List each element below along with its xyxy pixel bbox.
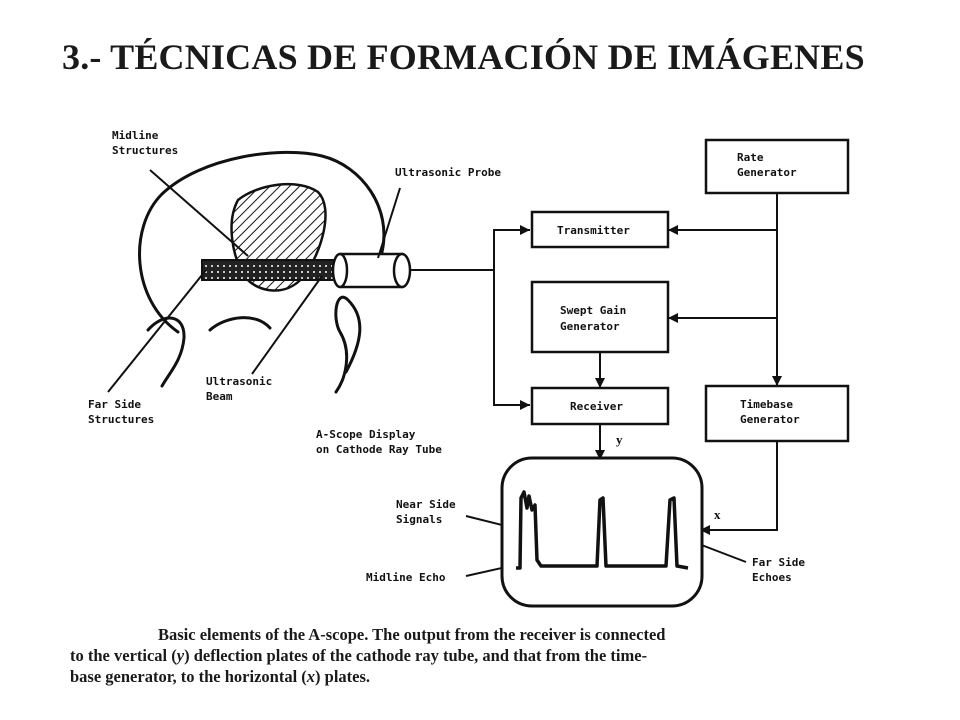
timebase-label-1: Timebase bbox=[740, 398, 793, 411]
wiring bbox=[410, 193, 778, 531]
timebase-label-2: Generator bbox=[740, 413, 800, 426]
far-echo-label-1: Far Side bbox=[752, 556, 805, 569]
caption-line-3b: ) plates. bbox=[315, 667, 371, 686]
y-axis-letter: y bbox=[616, 432, 623, 447]
label-leaders bbox=[107, 169, 747, 577]
rate-generator-label-2: Generator bbox=[737, 166, 797, 179]
a-scope-display bbox=[500, 456, 704, 608]
beam-label-1: Ultrasonic bbox=[206, 375, 272, 388]
rate-generator-label-1: Rate bbox=[737, 151, 764, 164]
swept-gain-label-1: Swept Gain bbox=[560, 304, 626, 317]
figure-caption: Basic elements of the A-scope. The outpu… bbox=[70, 624, 890, 687]
ascope-label-1: A-Scope Display bbox=[316, 428, 416, 441]
caption-line-3a: base generator, to the horizontal ( bbox=[70, 667, 307, 686]
near-side-label-1: Near Side bbox=[396, 498, 456, 511]
farside-label-2: Structures bbox=[88, 413, 154, 426]
ascope-label-2: on Cathode Ray Tube bbox=[316, 443, 442, 456]
a-scope-trace bbox=[516, 490, 689, 570]
timebase-generator-block: Timebase Generator bbox=[704, 384, 850, 443]
receiver-label: Receiver bbox=[570, 400, 623, 413]
caption-line-2b: ) deflection plates of the cathode ray t… bbox=[184, 646, 648, 665]
caption-y-letter: y bbox=[176, 646, 185, 665]
arrowheads bbox=[520, 225, 782, 535]
midline-label-2: Structures bbox=[112, 144, 178, 157]
caption-line-3: base generator, to the horizontal (x) pl… bbox=[70, 666, 890, 687]
near-side-label-2: Signals bbox=[396, 513, 442, 526]
swept-gain-generator-block: Swept Gain Generator bbox=[530, 280, 670, 354]
transmitter-label: Transmitter bbox=[557, 224, 630, 237]
midline-echo-label: Midline Echo bbox=[366, 571, 446, 584]
caption-line-2a: to the vertical ( bbox=[70, 646, 177, 665]
midline-label-1: Midline bbox=[112, 129, 159, 142]
slide-title: 3.- TÉCNICAS DE FORMACIÓN DE IMÁGENES bbox=[62, 37, 865, 77]
transmitter-block: Transmitter bbox=[530, 210, 670, 249]
swept-gain-label-2: Generator bbox=[560, 320, 620, 333]
far-echo-label-2: Echoes bbox=[752, 571, 792, 584]
ultrasonic-beam bbox=[201, 259, 337, 281]
beam-label-2: Beam bbox=[206, 390, 233, 403]
caption-line-1: Basic elements of the A-scope. The outpu… bbox=[158, 625, 666, 644]
ultrasonic-probe bbox=[331, 252, 412, 289]
rate-generator-block: Rate Generator bbox=[704, 138, 850, 195]
x-axis-letter: x bbox=[714, 507, 721, 522]
probe-label: Ultrasonic Probe bbox=[395, 166, 501, 179]
caption-x-letter: x bbox=[306, 667, 316, 686]
caption-line-2: to the vertical (y) deflection plates of… bbox=[70, 645, 890, 666]
head-outline bbox=[138, 150, 386, 394]
farside-label-1: Far Side bbox=[88, 398, 141, 411]
receiver-block: Receiver bbox=[530, 386, 670, 426]
